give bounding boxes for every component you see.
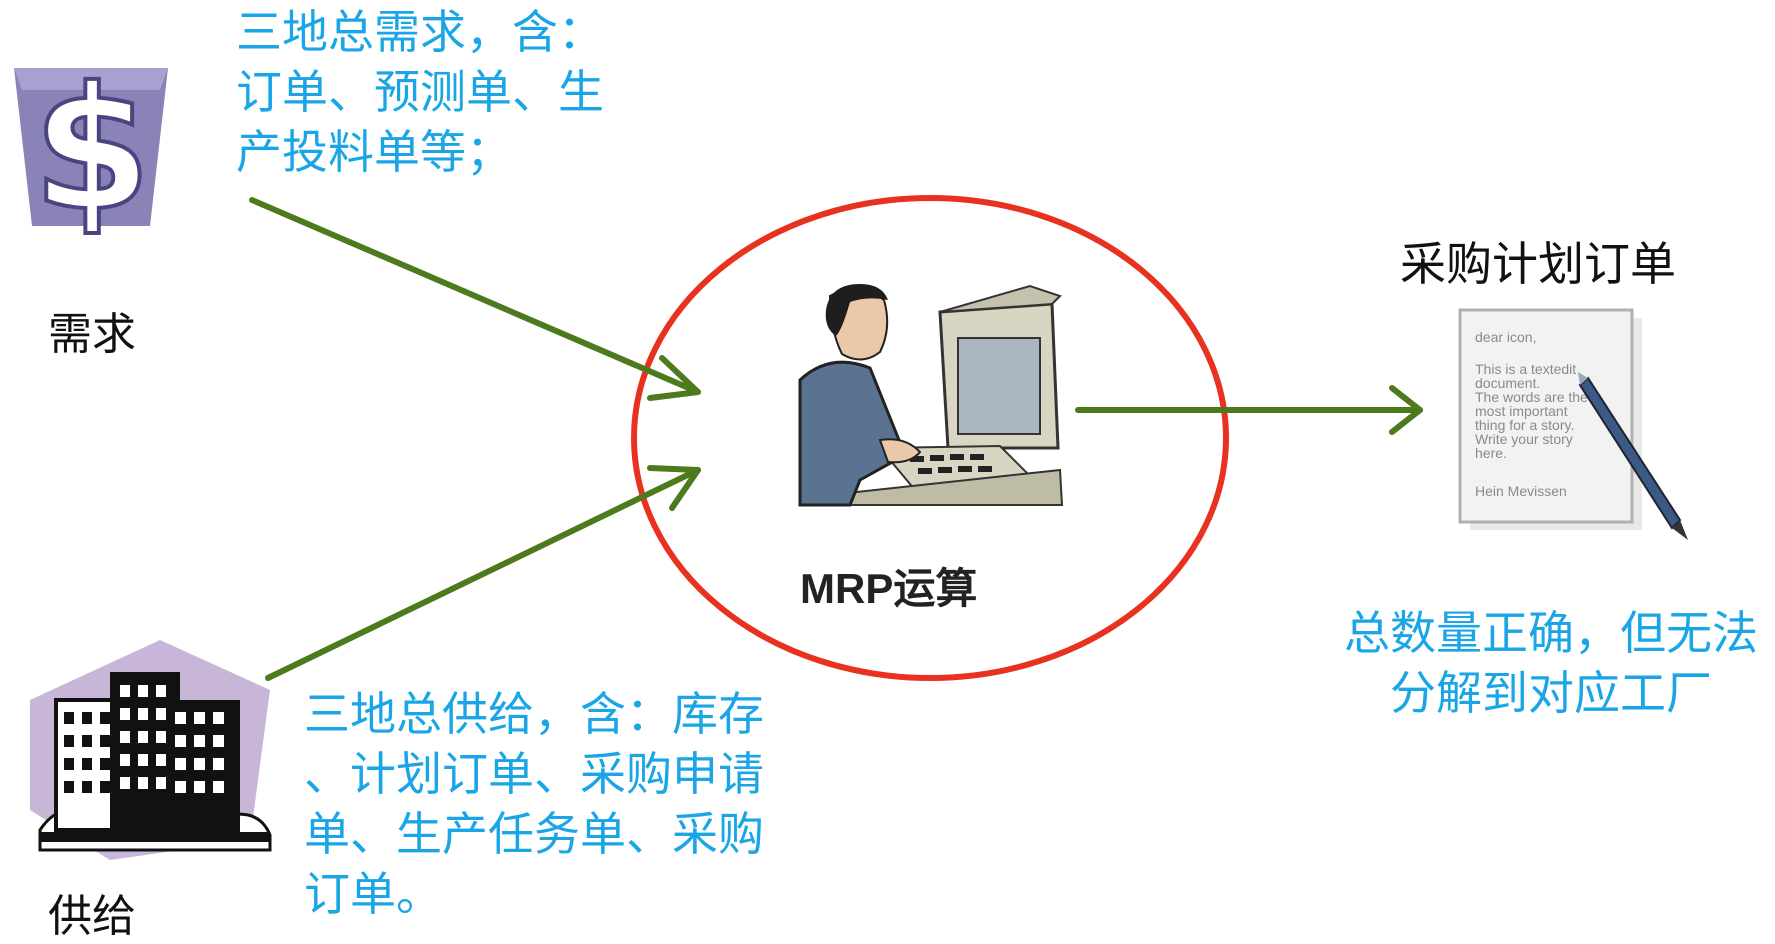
document-line: most important [1475, 403, 1568, 419]
supply-description: 三地总供给，含：库存 、计划订单、采购申请 单、生产任务单、采购 订单。 [304, 687, 764, 921]
supply-arrow [265, 467, 701, 681]
document-line: Write your story [1475, 431, 1573, 447]
document-lines: dear icon, This is a texteditdocument.The… [1475, 329, 1588, 499]
dollar-icon: $ [14, 49, 168, 251]
document-line: The words are the [1475, 389, 1588, 405]
document-line: dear icon, [1475, 329, 1536, 345]
computer-user-icon [798, 284, 1064, 507]
mrp-label: MRP运算 [800, 565, 978, 612]
output-title: 采购计划订单 [1400, 237, 1676, 291]
demand-description: 三地总需求，含： 订单、预测单、生 产投料单等； [236, 5, 604, 179]
buildings-icon [30, 640, 272, 860]
document-line: document. [1475, 375, 1540, 391]
supply-arrowhead [647, 465, 701, 511]
document-line: here. [1475, 445, 1507, 461]
demand-label: 需求 [48, 309, 136, 360]
demand-arrowhead [647, 355, 701, 401]
document-line: This is a textedit [1475, 361, 1576, 377]
mrp-circle [631, 195, 1229, 681]
output-note: 总数量正确，但无法 分解到对应工厂 [1344, 606, 1758, 720]
output-arrowhead [1389, 385, 1423, 435]
document-line: Hein Mevissen [1475, 483, 1567, 499]
document-icon: dear icon, This is a texteditdocument.The… [1458, 308, 1688, 540]
supply-label: 供给 [48, 891, 136, 942]
demand-arrow [249, 197, 701, 395]
document-line: thing for a story. [1475, 417, 1574, 433]
svg-text:$: $ [33, 51, 151, 249]
